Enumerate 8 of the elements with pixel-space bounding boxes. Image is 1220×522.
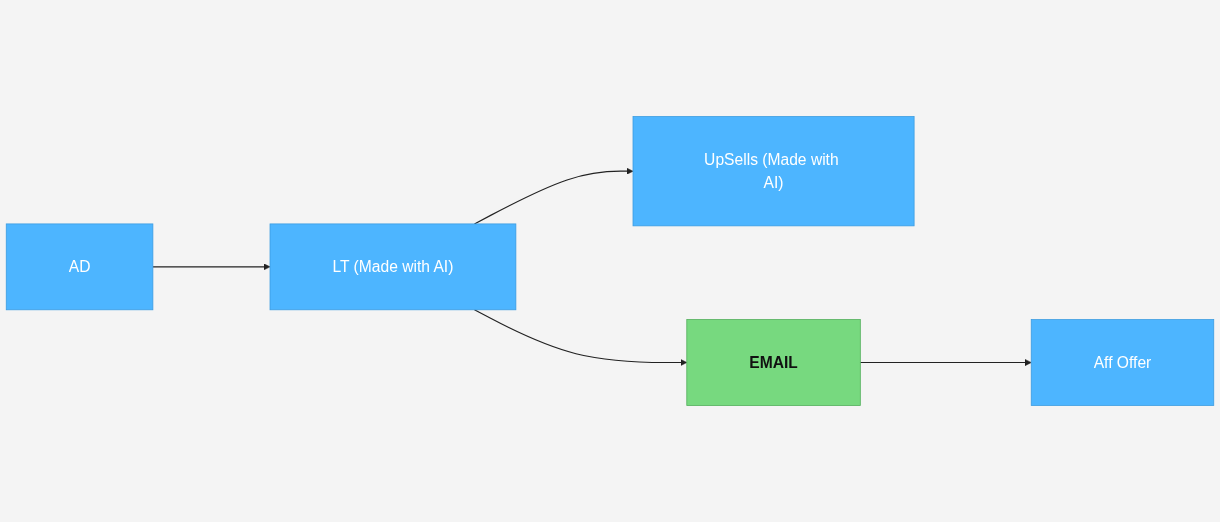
arrow [859, 359, 1032, 366]
node-box: UpSells (Made with AI) [632, 116, 915, 227]
arrow [152, 263, 271, 271]
node-box: EMAIL [686, 319, 861, 406]
node-box: LT (Made with AI) [269, 223, 517, 311]
arrow [473, 309, 688, 366]
node-box: AD [5, 223, 154, 311]
node-box: Aff Offer [1030, 319, 1215, 406]
